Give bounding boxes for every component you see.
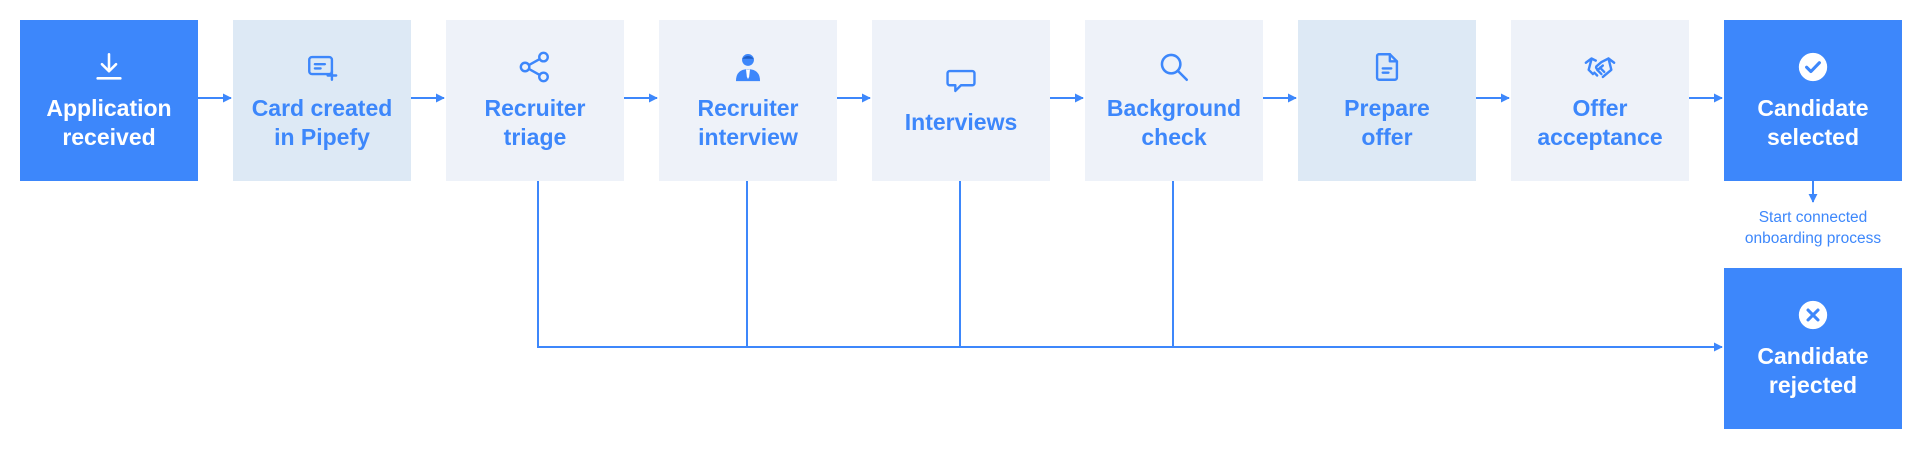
- stage-label: Offer acceptance: [1537, 94, 1663, 150]
- stage-label: Background check: [1106, 94, 1242, 150]
- card-add-icon: [305, 50, 339, 84]
- stage-recruiter-interview: Recruiter interview: [659, 20, 837, 181]
- stage-card-created: Card created in Pipefy: [233, 20, 411, 181]
- stage-candidate-selected: Candidate selected: [1724, 20, 1902, 181]
- check-circle-icon: [1796, 50, 1830, 84]
- stage-background-check: Background check: [1085, 20, 1263, 181]
- stage-label: Candidate rejected: [1757, 342, 1869, 398]
- share-nodes-icon: [518, 50, 552, 84]
- handshake-icon: [1583, 50, 1617, 84]
- magnifier-icon: [1157, 50, 1191, 84]
- stage-label: Recruiter interview: [697, 94, 799, 150]
- person-icon: [731, 50, 765, 84]
- stage-candidate-rejected: Candidate rejected: [1724, 268, 1902, 429]
- stage-recruiter-triage: Recruiter triage: [446, 20, 624, 181]
- stage-label: Candidate selected: [1757, 94, 1869, 150]
- document-icon: [1370, 50, 1404, 84]
- stage-label: Application received: [46, 94, 172, 150]
- chat-bubble-icon: [944, 64, 978, 98]
- stage-offer-acceptance: Offer acceptance: [1511, 20, 1689, 181]
- x-circle-icon: [1796, 298, 1830, 332]
- stage-label: Prepare offer: [1344, 94, 1430, 150]
- stage-prepare-offer: Prepare offer: [1298, 20, 1476, 181]
- stage-label: Card created in Pipefy: [251, 94, 393, 150]
- download-icon: [92, 50, 126, 84]
- onboarding-note: Start connected onboarding process: [1744, 209, 1882, 247]
- stage-label: Interviews: [904, 109, 1018, 135]
- stage-interviews: Interviews: [872, 20, 1050, 181]
- stage-application-received: Application received: [20, 20, 198, 181]
- stage-label: Recruiter triage: [484, 94, 586, 150]
